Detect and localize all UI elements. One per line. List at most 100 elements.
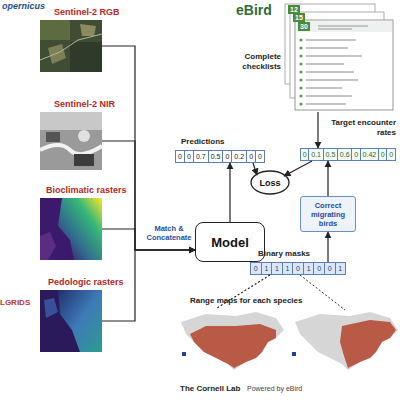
range-maps: Range maps for each species [172, 308, 398, 374]
vector-cell: 0 [223, 151, 232, 162]
vector-cell: 0 [256, 151, 264, 162]
count-badge: 30 [298, 22, 310, 31]
flow-arrow [102, 46, 195, 250]
map-marker [182, 352, 186, 356]
island-raster [44, 298, 58, 318]
vector-cell: 0 [314, 263, 325, 274]
checklist-ticks [299, 38, 302, 105]
vector-cells: 011101001 [250, 262, 346, 275]
vector-cell: 1 [272, 263, 283, 274]
land-raster [58, 290, 102, 352]
vector-title: Predictions [181, 137, 225, 147]
vector-cell: 0 [301, 149, 309, 160]
vector-cell: 0 [185, 151, 194, 162]
dark-patch [46, 132, 60, 142]
land-shape [181, 312, 284, 370]
vector-cell: 0 [293, 263, 304, 274]
logo-text: The Cornell Lab [180, 384, 240, 393]
map-frame [176, 312, 286, 372]
field-patch [80, 24, 96, 36]
flow-arrow [229, 163, 230, 222]
land-raster [58, 198, 102, 260]
model-box: Model [195, 222, 265, 262]
panel-title: Sentinel-2 RGB [54, 7, 120, 17]
process-box: Correct migrating birds [300, 196, 356, 232]
vector-row: Target encounter rates00.10.50.600.4200 [300, 148, 396, 161]
bright-patch [40, 112, 102, 130]
river-line [40, 145, 102, 154]
checklist-header [296, 21, 392, 32]
satellite-image: Sentinel-2 NIR [40, 112, 102, 170]
vector-cell: 0.1 [309, 149, 323, 160]
loss-ellipse: Loss [250, 170, 290, 195]
logo-text: eBird [236, 2, 272, 18]
map-frame [290, 312, 400, 372]
dark-patch [74, 154, 94, 166]
logo-text: LGRIDS [0, 298, 30, 307]
stack-title: Complete checklists [233, 52, 281, 72]
range-map [290, 312, 400, 372]
vector-title: Binary masks [258, 249, 310, 259]
field-patch [40, 20, 70, 40]
bright-patch [78, 130, 90, 142]
satellite-image: Sentinel-2 RGB [40, 20, 102, 72]
species-range [340, 320, 396, 368]
vector-cell: 0 [176, 151, 185, 162]
vector-cell: 0.5 [209, 151, 224, 162]
vector-row: Binary masks011101001 [250, 262, 346, 275]
range-map [176, 312, 286, 372]
vector-title: Target encounter rates [324, 118, 396, 138]
vector-cell: 1 [262, 263, 273, 274]
image-base [40, 112, 102, 170]
raster-image: Pedologic rasters [40, 290, 102, 352]
flow-arrow [327, 161, 328, 196]
loss-label: Loss [250, 170, 290, 195]
island-raster [40, 232, 56, 260]
vector-cell: 0 [251, 263, 262, 274]
vector-cell: 0 [352, 149, 360, 160]
vector-cell: 0 [387, 149, 394, 160]
vector-row: Predictions000.70.500.200 [175, 150, 265, 163]
vector-cell: 0 [379, 149, 387, 160]
vector-cell: 0.2 [232, 151, 247, 162]
box-label: Correct migrating birds [301, 197, 355, 231]
raster-image: Bioclimatic rasters [40, 198, 102, 260]
ellipse-shape [251, 171, 289, 194]
checklist-pages [285, 4, 393, 110]
vector-cell: 0 [247, 151, 256, 162]
maps-title: Range maps for each species [190, 296, 303, 305]
road-line [40, 34, 102, 60]
vector-cell: 1 [283, 263, 294, 274]
leader-line [300, 275, 345, 310]
land-shape [295, 312, 398, 370]
nir-image [40, 112, 102, 170]
vector-cells: 00.10.50.600.4200 [300, 148, 396, 161]
vector-cells: 000.70.500.200 [175, 150, 265, 163]
image-base [40, 198, 102, 260]
flow-arrow [102, 141, 195, 250]
box-label: Model [196, 223, 264, 261]
vector-cell: 1 [304, 263, 315, 274]
logo-text: Powered by eBird [247, 385, 302, 392]
panel-title: Pedologic rasters [48, 277, 124, 287]
flow-arrow [284, 161, 312, 176]
pedologic-image [40, 290, 102, 352]
count-badge: 15 [293, 13, 305, 22]
logo-text: opernicus [2, 1, 45, 11]
map-marker [292, 352, 296, 356]
step-label: Match & Concatenate [143, 224, 195, 242]
bioclimatic-image [40, 198, 102, 260]
vector-cell: 0.7 [194, 151, 209, 162]
vector-cell: 0 [325, 263, 336, 274]
vector-cell: 0.5 [324, 149, 338, 160]
vector-cell: 0.42 [361, 149, 379, 160]
vector-cell: 0.6 [338, 149, 352, 160]
flow-arrow [317, 112, 318, 148]
checklist-page [295, 20, 393, 110]
image-base [40, 20, 102, 72]
panel-title: Bioclimatic rasters [46, 185, 127, 195]
species-range [190, 324, 276, 368]
flow-arrow [327, 232, 328, 262]
rgb-image [40, 20, 102, 72]
field-patch [48, 44, 66, 64]
